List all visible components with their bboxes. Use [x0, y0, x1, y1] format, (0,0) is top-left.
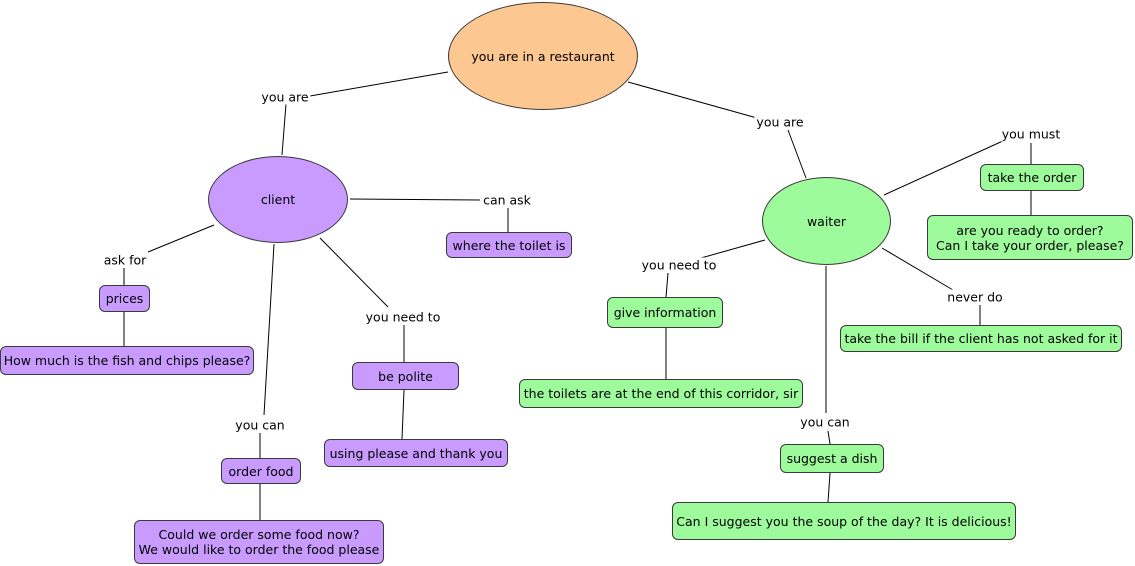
node-client[interactable]: client — [208, 156, 348, 243]
node-give-information[interactable]: give information — [607, 297, 723, 328]
node-please-and-thank-you[interactable]: using please and thank you — [324, 439, 508, 467]
node-where-the-toilet-is[interactable]: where the toilet is — [446, 232, 572, 258]
node-order-food-example[interactable]: Could we order some food now? We would l… — [134, 520, 384, 564]
link-label-you-need-to-client: you need to — [363, 309, 443, 325]
node-waiter[interactable]: waiter — [762, 177, 891, 265]
node-take-order-example[interactable]: are you ready to order? Can I take your … — [927, 215, 1133, 260]
node-prices[interactable]: prices — [99, 285, 150, 312]
node-take-the-order[interactable]: take the order — [980, 164, 1084, 191]
node-toilets-answer[interactable]: the toilets are at the end of this corri… — [519, 379, 803, 408]
node-bill-rule[interactable]: take the bill if the client has not aske… — [840, 325, 1122, 352]
link-label-you-are-client: you are — [259, 89, 311, 105]
link-label-you-must: you must — [999, 126, 1063, 142]
link-label-you-can-waiter: you can — [798, 414, 852, 430]
node-suggest-dish-example[interactable]: Can I suggest you the soup of the day? I… — [672, 502, 1016, 540]
link-label-ask-for: ask for — [101, 252, 149, 268]
node-restaurant[interactable]: you are in a restaurant — [448, 2, 638, 110]
link-label-can-ask: can ask — [481, 192, 533, 208]
link-label-you-need-to-waiter: you need to — [639, 257, 719, 273]
link-label-never-do: never do — [945, 289, 1005, 305]
node-be-polite[interactable]: be polite — [352, 362, 459, 390]
link-label-you-are-waiter: you are — [754, 114, 806, 130]
node-order-food[interactable]: order food — [221, 458, 301, 484]
node-suggest-a-dish[interactable]: suggest a dish — [780, 444, 884, 473]
node-prices-question[interactable]: How much is the fish and chips please? — [0, 346, 254, 375]
link-label-you-can-client: you can — [233, 417, 287, 433]
